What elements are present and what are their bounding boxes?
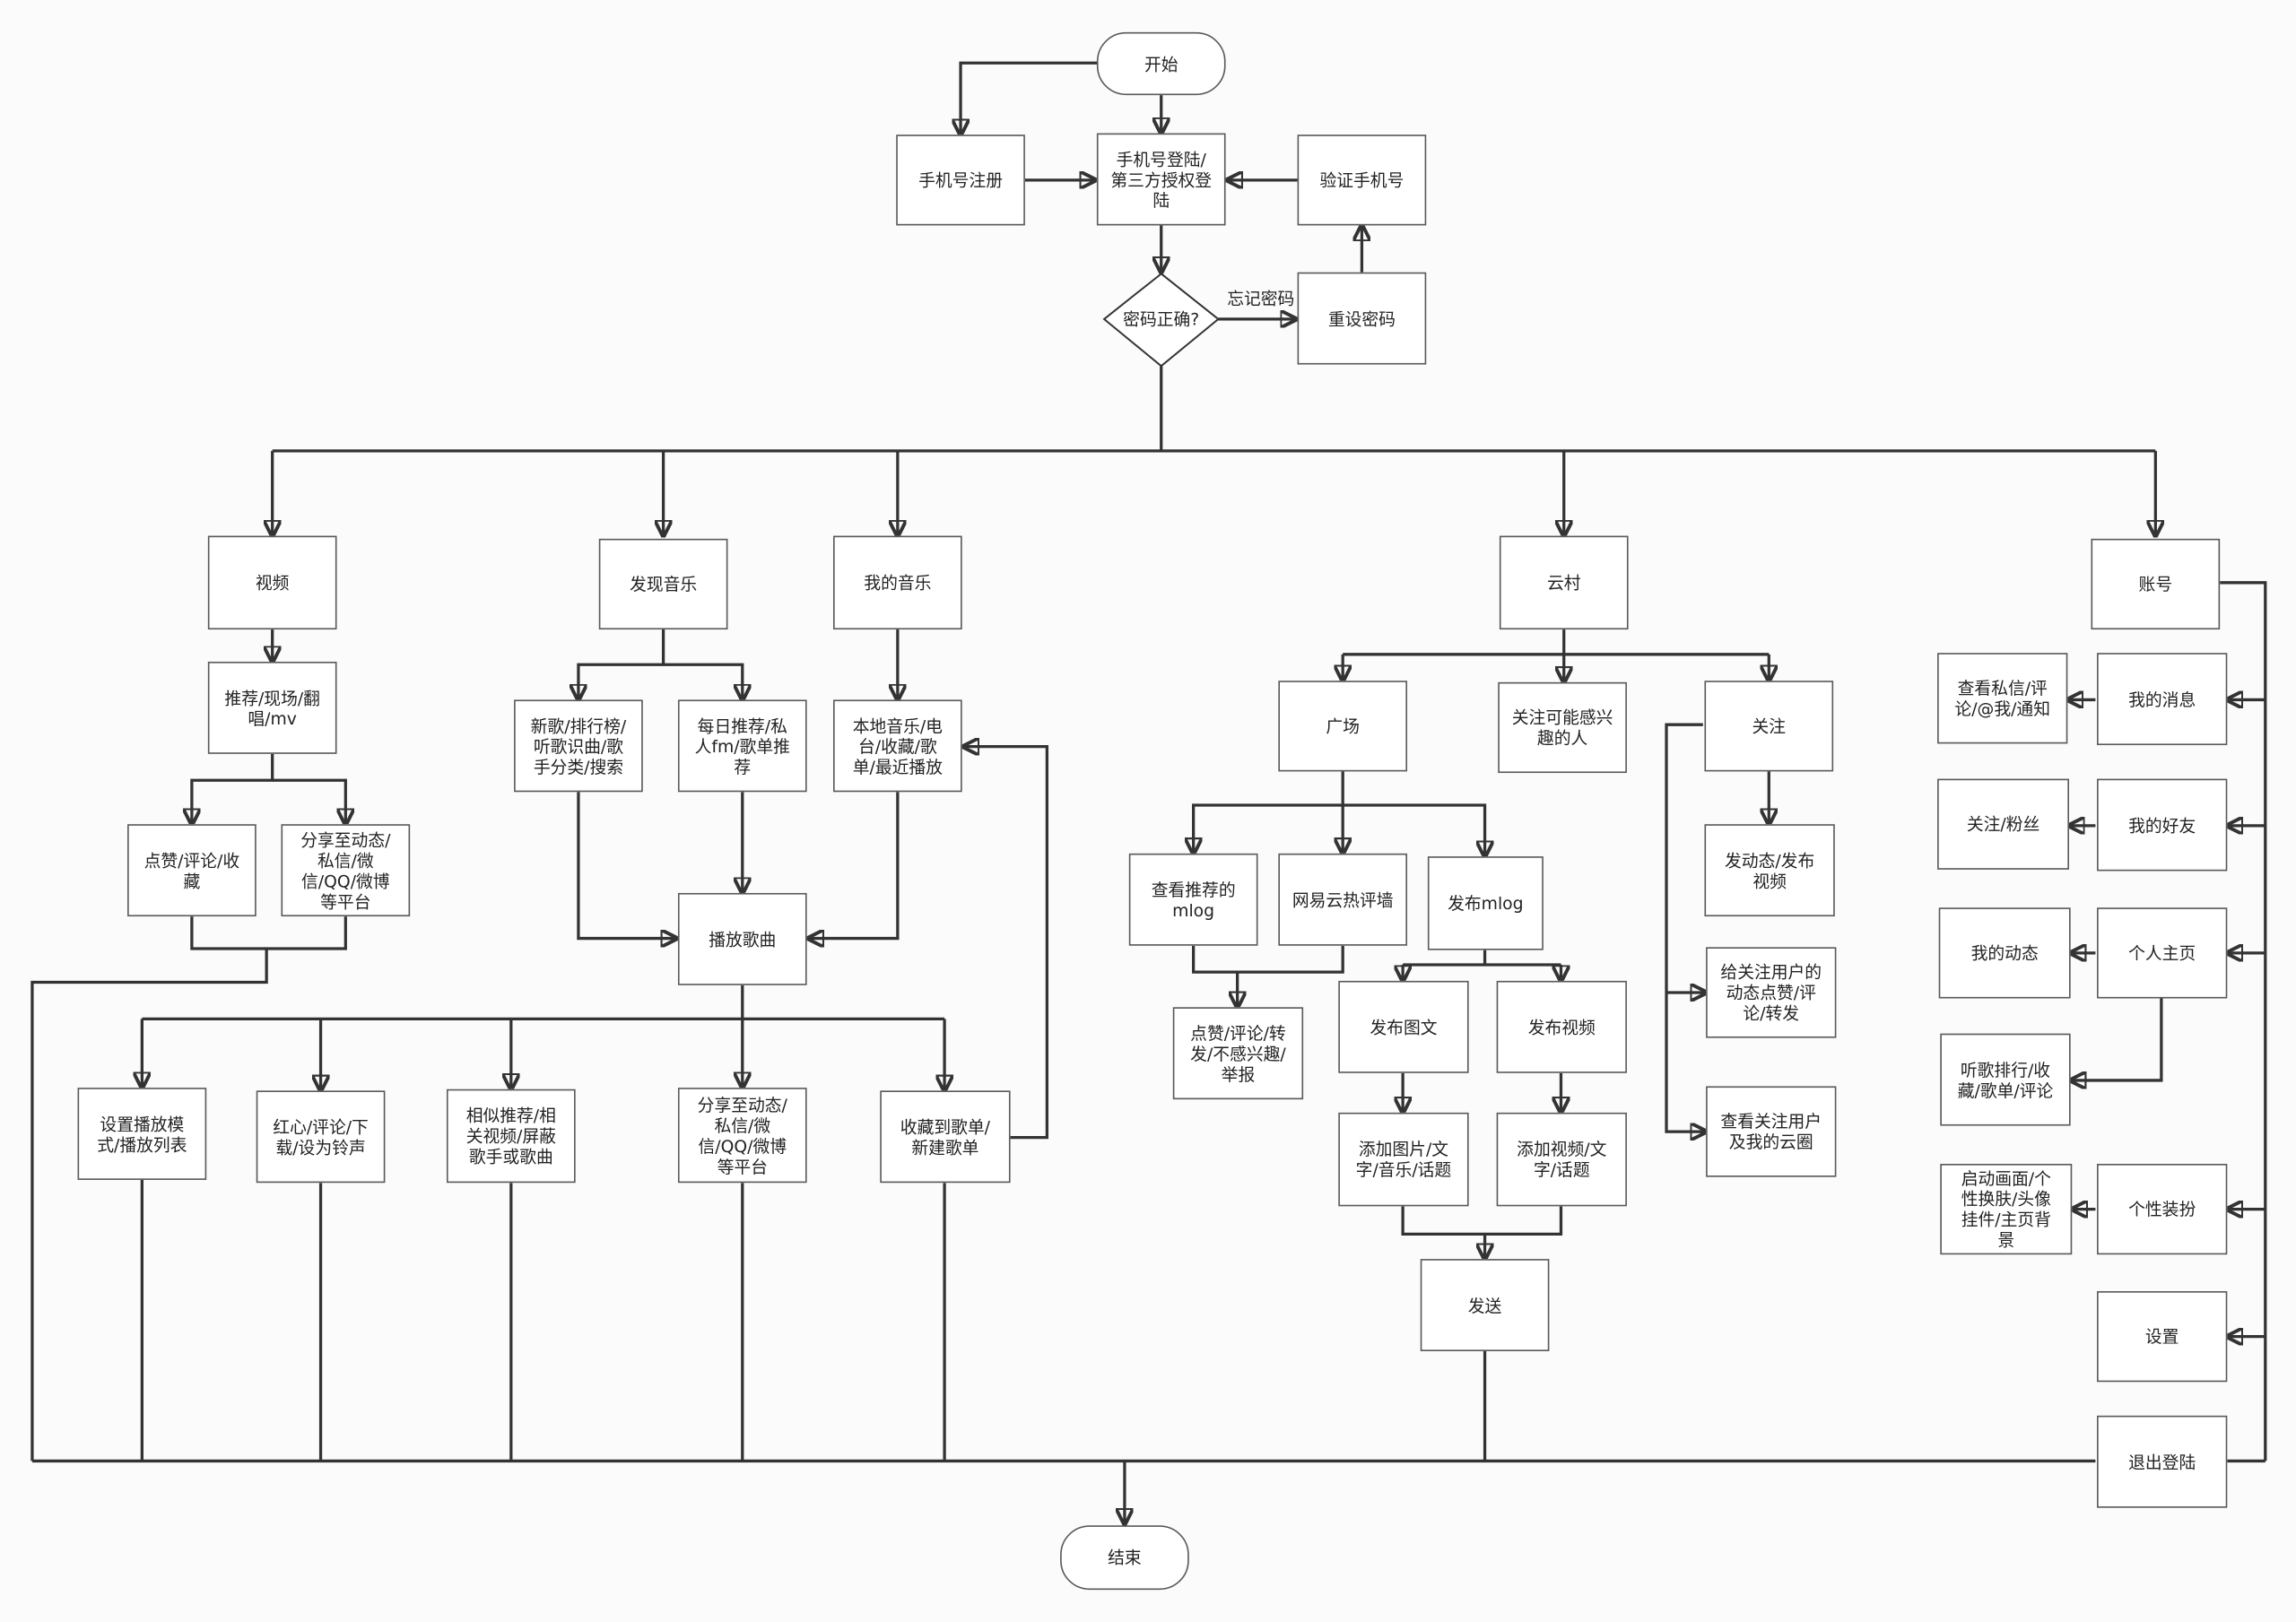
post-mlog-node: 发布mlog	[1427, 856, 1544, 950]
play-song-node: 播放歌曲	[677, 892, 807, 985]
mlog-actions-node: 点赞/评论/转 发/不感兴趣/ 举报	[1172, 1007, 1304, 1100]
new-songs-node: 新歌/排行榜/ 听歌识曲/歌 手分类/搜索	[514, 699, 643, 793]
listen-rank-node: 听歌排行/收 藏/歌单/评论	[1940, 1033, 2071, 1126]
reset-password-node: 重设密码	[1297, 272, 1427, 365]
forgot-password-label: 忘记密码	[1227, 288, 1295, 309]
add-image-node: 添加图片/文 字/音乐/话题	[1338, 1112, 1469, 1207]
share-platform-video-node: 分享至动态/ 私信/微 信/QQ/微博 等平台	[281, 824, 411, 917]
decision-diamond	[1102, 273, 1220, 368]
play-mode-node: 设置播放模 式/播放列表	[77, 1088, 207, 1180]
personalize-node: 个性装扮	[2097, 1163, 2228, 1255]
similar-recommend-node: 相似推荐/相 关视频/屏蔽 歌手或歌曲	[446, 1089, 576, 1184]
plaza-node: 广场	[1278, 681, 1408, 772]
my-messages-node: 我的消息	[2097, 653, 2228, 746]
follow-fans-node: 关注/粉丝	[1937, 778, 2070, 870]
post-image-text-node: 发布图文	[1338, 980, 1469, 1073]
local-music-node: 本地音乐/电 台/收藏/歌 单/最近播放	[833, 699, 962, 793]
view-messages-node: 查看私信/评 论/@我/通知	[1937, 653, 2068, 744]
account-node: 账号	[2091, 538, 2221, 630]
end-node: 结束	[1060, 1525, 1189, 1591]
profile-node: 个人主页	[2097, 907, 2228, 999]
maybe-interested-node: 关注可能感兴 趣的人	[1498, 681, 1627, 774]
discover-music-node: 发现音乐	[598, 538, 728, 630]
daily-recommend-node: 每日推荐/私 人fm/歌单推 荐	[677, 699, 807, 793]
cloud-village-node: 云村	[1499, 535, 1629, 630]
view-mlog-node: 查看推荐的 mlog	[1128, 853, 1258, 946]
collect-playlist-node: 收藏到歌单/ 新建歌单	[880, 1090, 1011, 1184]
password-check-decision: 密码正确?	[1123, 308, 1200, 330]
start-node: 开始	[1096, 31, 1226, 96]
verify-phone-node: 验证手机号	[1297, 134, 1427, 226]
view-followed-node: 查看关注用户 及我的云圈	[1706, 1086, 1837, 1177]
phone-register-node: 手机号注册	[896, 134, 1025, 226]
my-music-node: 我的音乐	[833, 535, 962, 630]
skin-settings-node: 启动画面/个 性换肤/头像 挂件/主页背 景	[1940, 1163, 2073, 1255]
send-node: 发送	[1420, 1259, 1550, 1351]
share-platform-song-node: 分享至动态/ 私信/微 信/QQ/微博 等平台	[677, 1088, 807, 1184]
hot-comments-node: 网易云热评墙	[1278, 853, 1408, 946]
recommend-live-node: 推荐/现场/翻 唱/mv	[207, 661, 337, 754]
post-video-node: 发布视频	[1496, 980, 1627, 1073]
my-moments-node: 我的动态	[1938, 907, 2071, 999]
post-moment-node: 发动态/发布 视频	[1704, 824, 1835, 917]
follow-node: 关注	[1704, 681, 1834, 772]
login-node: 手机号登陆/ 第三方授权登 陆	[1096, 133, 1226, 226]
video-node: 视频	[207, 535, 337, 630]
add-video-node: 添加视频/文 字/话题	[1496, 1112, 1627, 1207]
like-comment-fav-node: 点赞/评论/收 藏	[127, 824, 257, 917]
settings-node: 设置	[2097, 1291, 2228, 1383]
heart-download-node: 红心/评论/下 载/设为铃声	[256, 1090, 386, 1184]
logout-node: 退出登陆	[2097, 1415, 2228, 1508]
my-friends-node: 我的好友	[2097, 778, 2228, 872]
like-followed-node: 给关注用户的 动态点赞/评 论/转发	[1706, 947, 1837, 1038]
